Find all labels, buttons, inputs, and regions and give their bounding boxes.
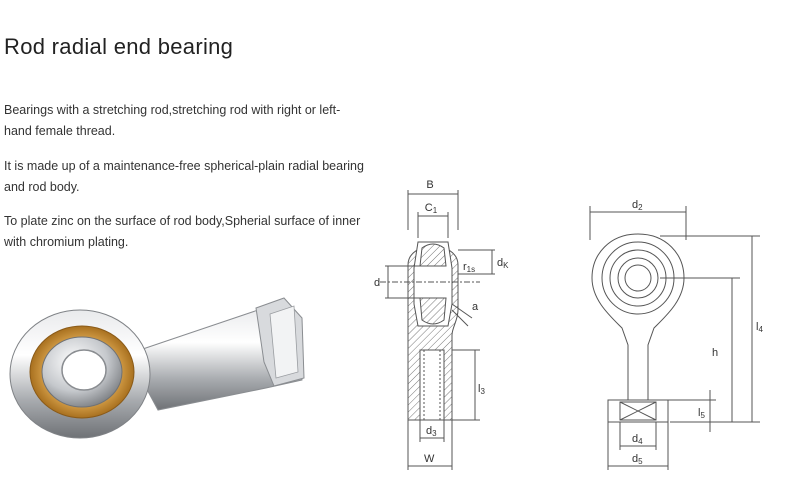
label-d2: d2 [632, 199, 643, 212]
description-construction: It is made up of a maintenance-free sphe… [4, 159, 364, 194]
side-view [380, 190, 495, 470]
label-d5: d5 [632, 453, 643, 466]
label-d3: d3 [426, 425, 437, 438]
label-l4: l4 [756, 321, 763, 334]
label-C1: C1 [425, 202, 438, 215]
label-l3: l3 [478, 383, 485, 396]
front-view [589, 206, 760, 470]
label-h: h [712, 347, 718, 359]
description-thread: Bearings with a stretching rod,stretchin… [4, 103, 341, 138]
label-d: d [374, 277, 380, 289]
label-d4: d4 [632, 433, 643, 446]
label-l5: l5 [698, 407, 705, 420]
page-title: Rod radial end bearing [4, 34, 234, 59]
label-dK: dK [497, 257, 509, 270]
dimension-drawing: B C1 r1s dK d a l3 d3 W [374, 179, 763, 470]
label-B: B [426, 179, 433, 191]
description-plating: To plate zinc on the surface of rod body… [4, 214, 361, 249]
rod-end-bearing-photo [9, 297, 305, 439]
label-r1s: r1s [463, 261, 475, 274]
label-a: a [472, 301, 479, 313]
label-W: W [424, 453, 435, 465]
